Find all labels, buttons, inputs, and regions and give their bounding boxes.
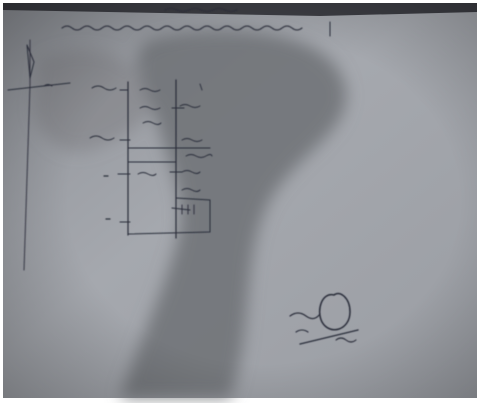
vignette	[3, 3, 477, 398]
ink-writing	[7, 7, 359, 345]
